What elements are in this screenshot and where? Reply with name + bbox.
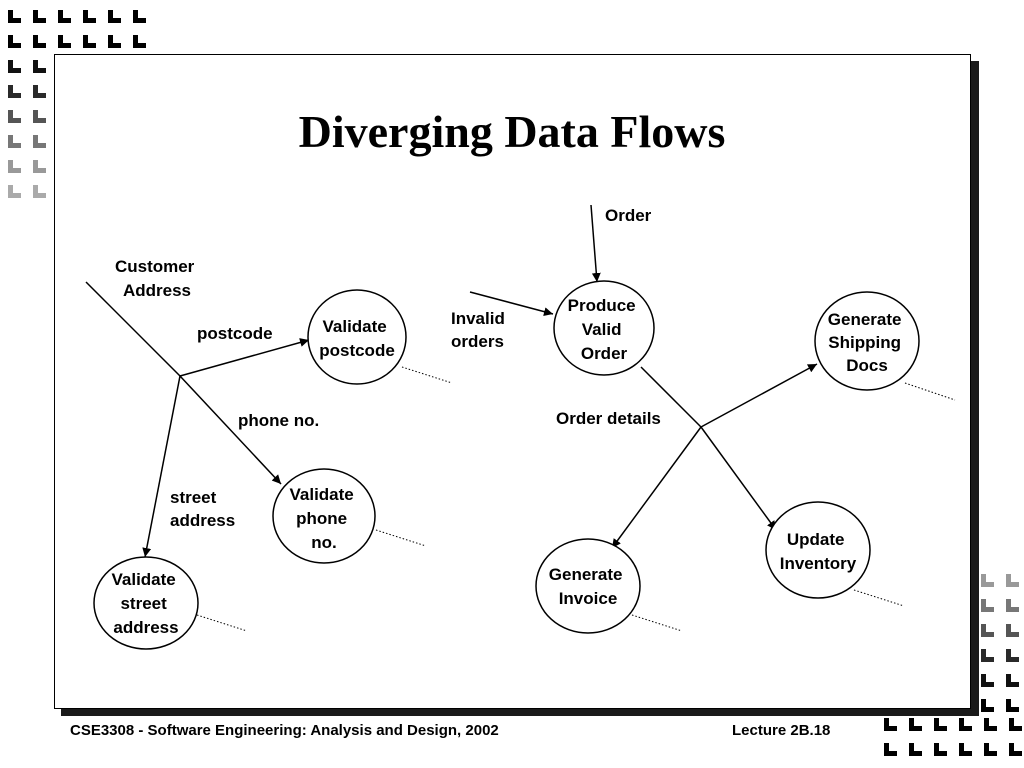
decorative-square (108, 35, 121, 48)
dotted-trail (401, 366, 453, 384)
decorative-square (33, 135, 46, 148)
decorative-square (934, 743, 947, 756)
decorative-square (8, 110, 21, 123)
decorative-square (8, 160, 21, 173)
decorative-square (884, 718, 897, 731)
flow-customer-address-line (85, 281, 181, 377)
slide-frame (54, 54, 971, 709)
decorative-square (83, 10, 96, 23)
decorative-square (984, 718, 997, 731)
process-validate-street-label: Validate street address (112, 570, 181, 637)
decorative-square (133, 35, 146, 48)
decorative-square (1006, 624, 1019, 637)
decorative-square (8, 185, 21, 198)
decorative-square (981, 699, 994, 712)
flow-postcode-arrow (179, 338, 310, 377)
dotted-trail (631, 614, 683, 632)
decorative-square (8, 85, 21, 98)
decorative-square (1006, 699, 1019, 712)
flow-label-invalid-orders: Invalid orders (451, 309, 510, 351)
decorative-square (8, 135, 21, 148)
decorative-square (8, 60, 21, 73)
flow-order-details-line (640, 366, 702, 428)
process-produce-order-bubble (553, 280, 655, 376)
process-generate-shipping-label: Generate Shipping Docs (828, 310, 906, 375)
flow-invoice-arrow (611, 426, 702, 549)
process-generate-invoice-bubble (535, 538, 641, 634)
process-update-inventory-bubble (765, 501, 871, 599)
decorative-square (909, 743, 922, 756)
process-validate-phone-label: Validate phone no. (290, 485, 359, 552)
decorative-square (33, 60, 46, 73)
decorative-square (33, 185, 46, 198)
decorative-square (959, 743, 972, 756)
process-validate-postcode-label: Validate postcode (319, 317, 395, 360)
decorative-square (981, 624, 994, 637)
decorative-square (981, 574, 994, 587)
decorative-square (981, 674, 994, 687)
decorative-square (984, 743, 997, 756)
decorative-square (934, 718, 947, 731)
decorative-square (959, 718, 972, 731)
slide-title: Diverging Data Flows (298, 106, 726, 157)
flow-invalid-orders-arrow (469, 291, 554, 317)
decorative-square (33, 160, 46, 173)
decorative-square (981, 649, 994, 662)
decorative-square (1009, 743, 1022, 756)
decorative-square (33, 110, 46, 123)
process-generate-invoice-label: Generate Invoice (549, 565, 627, 608)
flow-order-arrow (590, 204, 601, 283)
dotted-trail (196, 614, 248, 632)
footer-course: CSE3308 - Software Engineering: Analysis… (70, 722, 499, 739)
decorative-square (1006, 674, 1019, 687)
decorative-square (1009, 718, 1022, 731)
decorative-square (884, 743, 897, 756)
decorative-square (83, 35, 96, 48)
flow-label-postcode: postcode (197, 324, 273, 343)
process-update-inventory-label: Update Inventory (780, 530, 857, 573)
flow-label-order: Order (605, 206, 652, 225)
decorative-square (1006, 574, 1019, 587)
decorative-square (981, 599, 994, 612)
decorative-square (58, 35, 71, 48)
decorative-square (133, 10, 146, 23)
flow-inventory-arrow (700, 426, 777, 531)
dotted-trail (904, 382, 956, 401)
dotted-trail (375, 529, 427, 547)
process-validate-phone-bubble (272, 468, 376, 564)
flow-phone-arrow (179, 375, 282, 485)
decorative-square (58, 10, 71, 23)
flow-label-customer-address: Customer Address (115, 257, 199, 300)
decorative-square (8, 10, 21, 23)
decorative-square (909, 718, 922, 731)
process-validate-postcode-bubble (307, 289, 407, 385)
flow-shipping-arrow (700, 363, 818, 428)
dotted-trail (853, 589, 905, 607)
process-generate-shipping-bubble (814, 291, 920, 391)
flow-street-arrow (142, 375, 181, 558)
decorative-square (33, 10, 46, 23)
decorative-square (33, 85, 46, 98)
decorative-square (33, 35, 46, 48)
flow-label-order-details: Order details (556, 409, 661, 428)
process-produce-order-label: Produce Valid Order (568, 296, 641, 363)
flow-label-street-address: street address (170, 488, 235, 530)
flow-label-phone-no: phone no. (238, 411, 319, 430)
decorative-square (1006, 599, 1019, 612)
footer-lecture-number: Lecture 2B.18 (732, 722, 831, 739)
decorative-square (108, 10, 121, 23)
decorative-square (1006, 649, 1019, 662)
process-validate-street-bubble (93, 556, 199, 650)
decorative-square (8, 35, 21, 48)
